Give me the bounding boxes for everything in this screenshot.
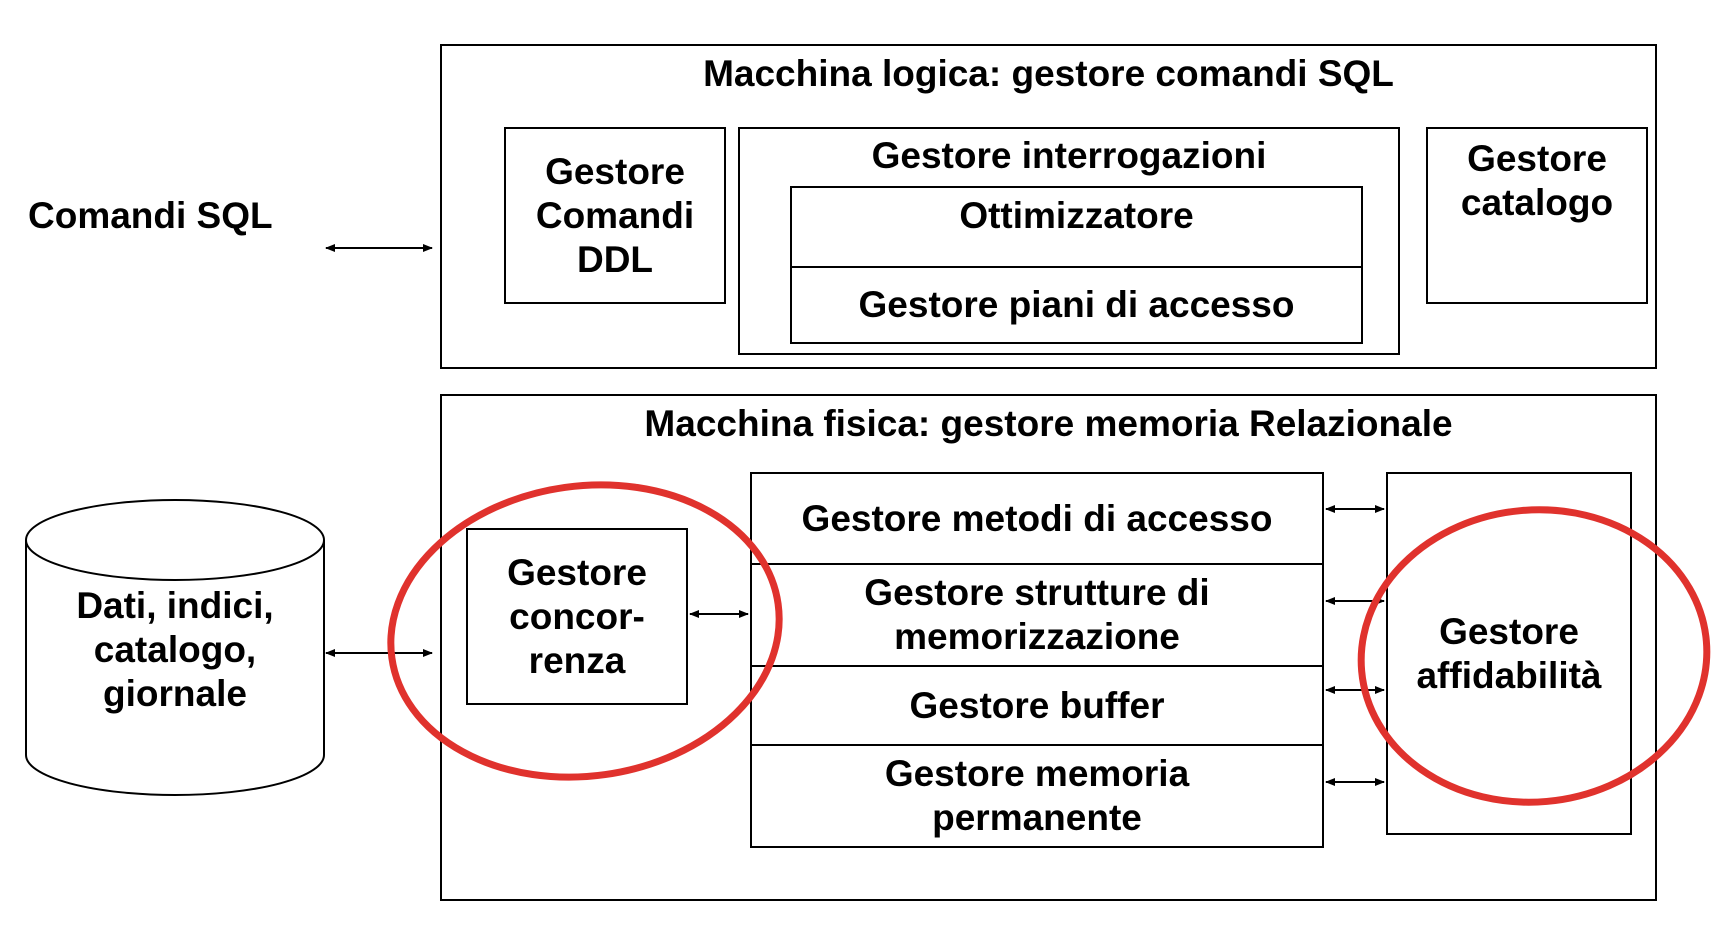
reliability-manager-box: Gestore affidabilità [1386,472,1632,835]
catalog-manager-box: Gestore catalogo [1426,127,1648,304]
query-manager-title: Gestore interrogazioni [871,135,1267,176]
access-plans-box: Gestore piani di accesso [790,266,1363,344]
query-manager-box [738,127,1400,355]
sql-commands-label: Comandi SQL [28,195,273,236]
physical-machine-title: Macchina fisica: gestore memoria Relazio… [644,403,1453,444]
concurrency-manager-box: Gestore concor- renza [466,528,688,705]
ddl-manager-box: Gestore Comandi DDL [504,127,726,304]
permanent-memory-manager-box: Gestore memoria permanente [750,744,1324,848]
optimizer-box: Ottimizzatore [790,186,1363,268]
database-label: Dati, indici, catalogo, giornale [76,585,274,714]
logical-machine-box [440,44,1657,369]
logical-machine-title: Macchina logica: gestore comandi SQL [703,53,1394,94]
access-methods-manager-box: Gestore metodi di accesso [750,472,1324,565]
buffer-manager-box: Gestore buffer [750,665,1324,746]
storage-structures-manager-box: Gestore strutture di memorizzazione [750,563,1324,667]
